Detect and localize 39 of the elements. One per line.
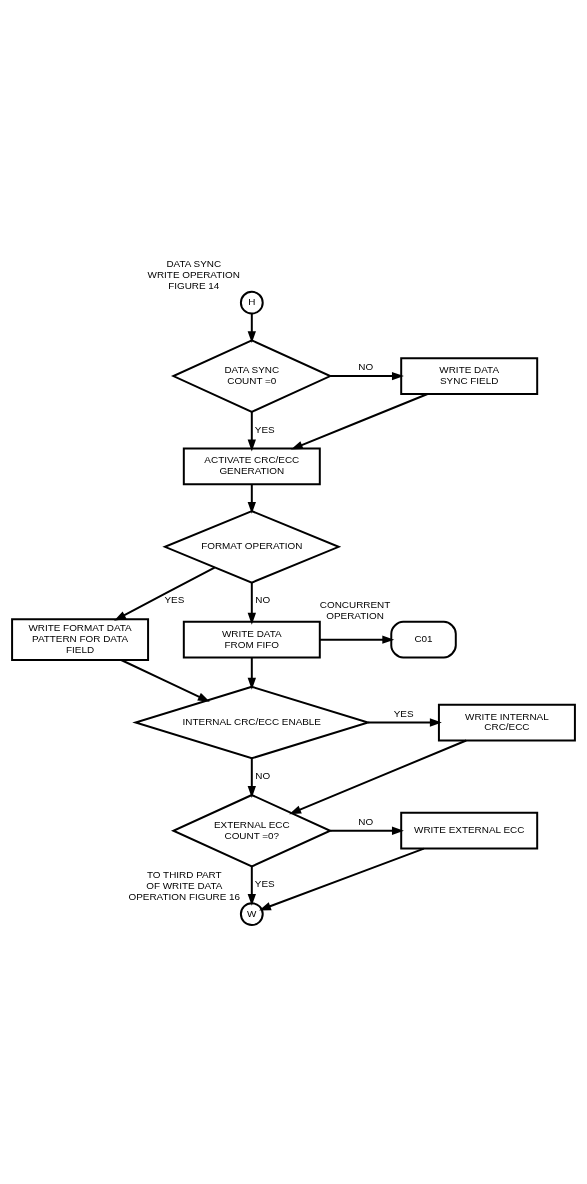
node-box: WRITE INTERNAL CRC/ECC	[437, 703, 576, 742]
arrow	[247, 581, 256, 625]
edge-label: NO	[358, 361, 374, 373]
node-box: ACTIVATE CRC/ECC GENERATION	[182, 447, 321, 486]
edge-label: NO	[255, 770, 271, 782]
node-label: CONCURRENT OPERATION	[319, 598, 391, 621]
arrow	[247, 312, 256, 344]
node-circle: H	[239, 290, 264, 315]
arrow	[247, 865, 256, 906]
node-box: C01	[390, 620, 457, 659]
arrow	[247, 757, 256, 798]
edge-label: YES	[393, 707, 414, 719]
edge-label: NO	[255, 594, 271, 606]
node-diamond: FORMAT OPERATION	[162, 510, 342, 584]
node-box: WRITE DATA SYNC FIELD	[400, 357, 539, 395]
node-diamond: DATA SYNC COUNT =0	[171, 339, 333, 413]
edge-label: YES	[254, 878, 275, 890]
edge-label: YES	[164, 594, 185, 606]
arrow	[120, 659, 210, 702]
arrow	[329, 371, 404, 381]
arrow	[247, 483, 256, 514]
node-label: TO THIRD PART OF WRITE DATA OPERATION FIGURE 16	[128, 869, 241, 903]
node-box: WRITE DATA FROM FIFO	[182, 620, 321, 659]
edge-label: YES	[254, 423, 275, 435]
arrow	[290, 393, 429, 450]
node-label: DATA SYNC WRITE OPERATION FIGURE 14	[147, 257, 240, 291]
arrow	[247, 411, 256, 452]
node-box: WRITE FORMAT DATA PATTERN FOR DATA FIELD	[11, 618, 150, 661]
node-box: WRITE EXTERNAL ECC	[400, 811, 539, 850]
arrow	[289, 739, 468, 815]
arrow	[367, 718, 442, 727]
node-diamond: EXTERNAL ECC COUNT =0?	[171, 793, 333, 868]
arrow	[318, 635, 395, 644]
node-circle: W	[239, 902, 264, 927]
arrow	[329, 826, 404, 835]
arrow	[114, 566, 216, 621]
arrow	[259, 847, 425, 911]
arrow	[247, 656, 256, 690]
edge-label: NO	[358, 815, 374, 827]
